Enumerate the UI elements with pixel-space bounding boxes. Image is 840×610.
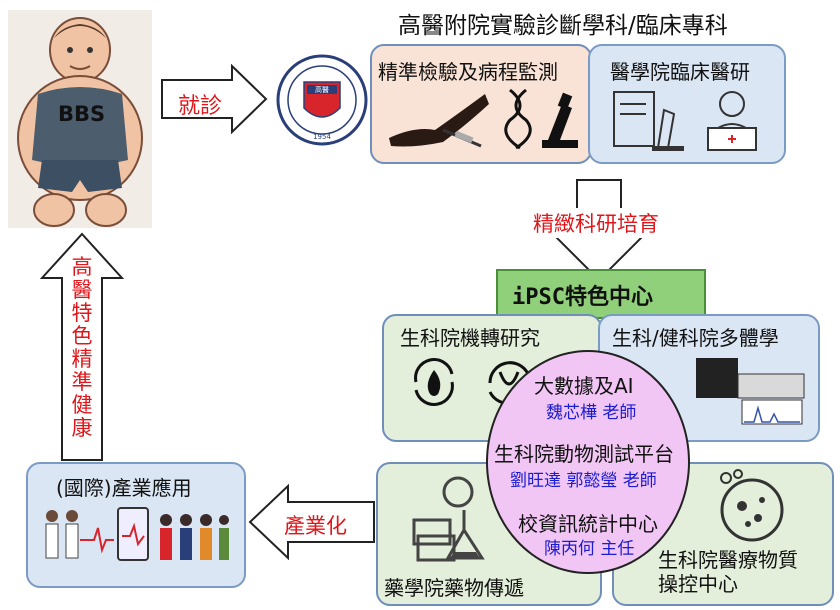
bigdata-label: 大數據及AI: [534, 374, 634, 398]
doctor-computer-icon: [707, 91, 757, 151]
biomaterial-label-line1: 生科院醫療物質操控中心: [658, 548, 814, 596]
omics-label: 生科/健科院多體學: [612, 326, 779, 350]
stats-center-person: 陳丙何 主任: [544, 539, 635, 559]
patient-illustration: [8, 10, 152, 228]
animal-platform-person: 劉旺達 郭懿瑩 老師: [510, 471, 657, 491]
core-platform-ellipse: [486, 350, 690, 574]
animal-platform-label: 生科院動物測試平台: [494, 442, 674, 466]
arm-syringe-icon: [389, 94, 489, 148]
precision-testing-label: 精準檢驗及病程監測: [378, 60, 558, 84]
seal-center: 高醫: [315, 85, 329, 94]
pharmacy-label: 藥學院藥物傳遞: [384, 576, 524, 600]
patient-figure: [17, 17, 143, 227]
mass-spec-instrument-icon: [696, 358, 805, 425]
seal-year: 1954: [313, 133, 331, 141]
biomaterial-text: 生科院醫療物質操控中心: [658, 548, 798, 596]
train-label: 精緻科研培育: [533, 208, 659, 238]
stats-center-label: 校資訊統計中心: [518, 512, 658, 536]
kmu-seal-icon: 高醫 1954: [276, 54, 368, 146]
petri-dish-icon: [720, 469, 784, 542]
industrialize-label: 產業化: [284, 514, 347, 538]
mechanism-label: 生科院機轉研究: [400, 326, 540, 350]
bigdata-person: 魏芯樺 老師: [546, 403, 637, 423]
clinical-research-label: 醫學院臨床醫研: [610, 60, 750, 84]
health-arrow: [40, 232, 124, 461]
lab-clipboard-icon: [613, 91, 684, 151]
cycle-fire-icon: [414, 358, 454, 406]
ipsc-center-label: iPSC特色中心: [512, 285, 653, 310]
industrialize-arrow: [248, 484, 375, 560]
drug-delivery-icon: [412, 476, 485, 562]
hospital-title: 高醫附院實驗診斷學科/臨床專科: [398, 13, 728, 39]
visit-arrow: [161, 64, 268, 134]
industry-label: (國際)產業應用: [56, 476, 192, 500]
dna-microscope-icon: [504, 88, 578, 150]
visit-label: 就診: [178, 94, 223, 119]
industry-people-illustration: [45, 507, 229, 561]
bbs-label: BBS: [58, 102, 106, 126]
health-label: 高醫特色精準健康: [71, 255, 93, 440]
